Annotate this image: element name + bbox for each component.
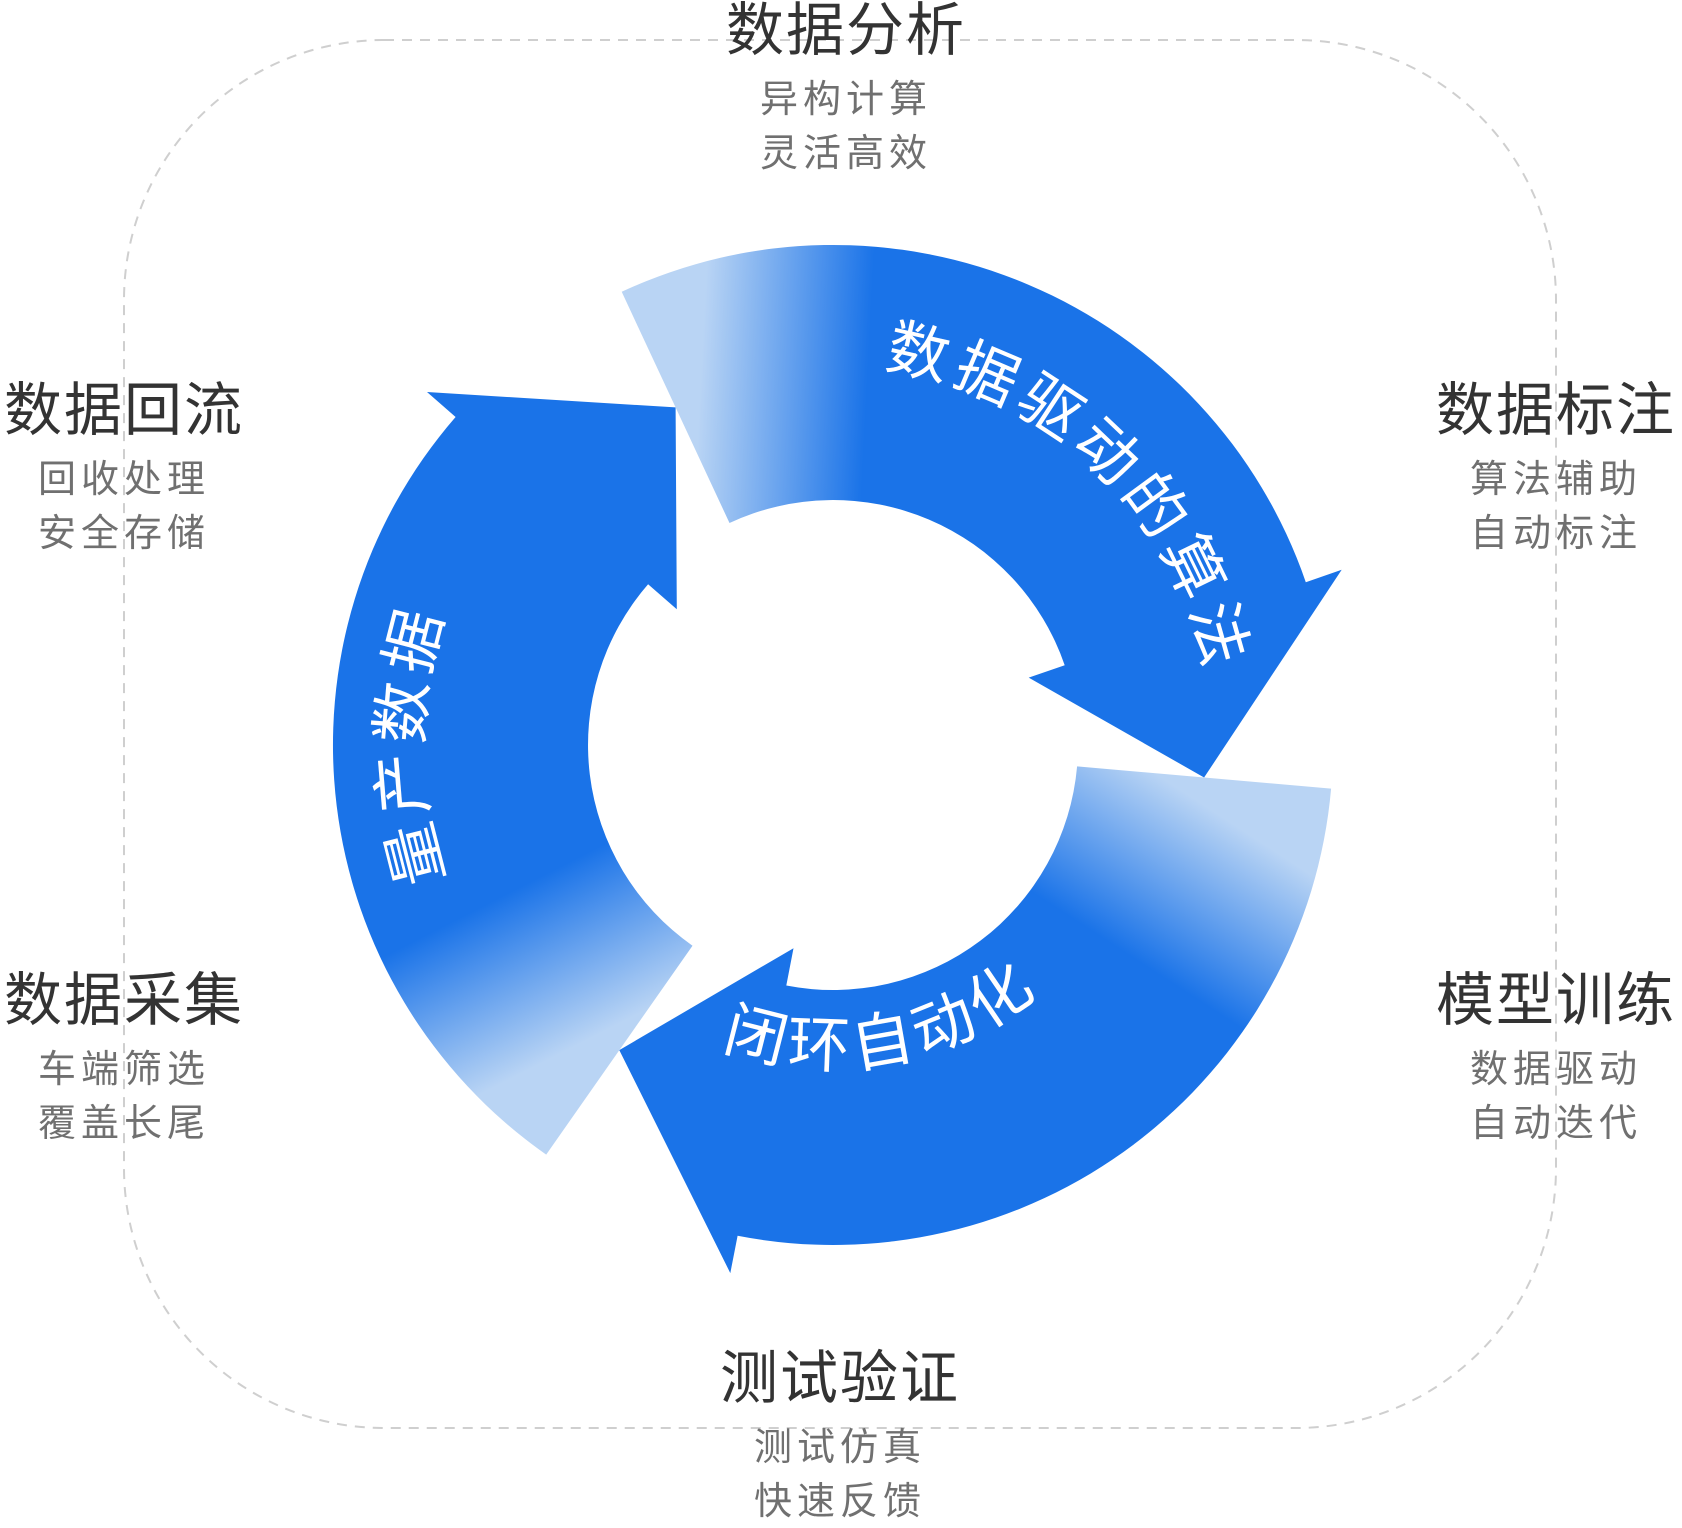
stage-title: 数据标注 <box>1435 376 1676 444</box>
stage-title: 数据分析 <box>725 0 966 64</box>
stage-line: 自动迭代 <box>1469 1101 1642 1145</box>
stage-data-analysis: 数据分析 异构计算 灵活高效 <box>686 0 1006 180</box>
cycle-ring <box>332 244 1342 1274</box>
stage-line: 覆盖长尾 <box>37 1101 210 1145</box>
stage-line: 自动标注 <box>1469 511 1642 555</box>
stage-title: 数据采集 <box>3 966 244 1034</box>
stage-line: 快速反馈 <box>753 1479 926 1523</box>
dashed-outline-frame <box>123 39 1557 1429</box>
cycle-arrow <box>619 766 1332 1274</box>
stage-line: 安全存储 <box>37 511 210 555</box>
stage-line: 异构计算 <box>759 77 932 121</box>
stage-line: 回收处理 <box>37 457 210 501</box>
stage-data-backflow: 数据回流 回收处理 安全存储 <box>0 374 284 560</box>
stage-test-validation: 测试验证 测试仿真 快速反馈 <box>680 1342 1000 1528</box>
stage-title: 测试验证 <box>719 1344 960 1412</box>
stage-line: 数据驱动 <box>1469 1047 1642 1091</box>
stage-title: 数据回流 <box>3 376 244 444</box>
stage-line: 车端筛选 <box>37 1047 210 1091</box>
stage-line: 测试仿真 <box>753 1425 926 1469</box>
cycle-arrow <box>621 244 1342 778</box>
cycle-arrow <box>332 392 693 1155</box>
stage-data-labeling: 数据标注 算法辅助 自动标注 <box>1396 374 1682 560</box>
stage-title: 模型训练 <box>1435 966 1676 1034</box>
stage-model-training: 模型训练 数据驱动 自动迭代 <box>1396 964 1682 1150</box>
stage-line: 算法辅助 <box>1469 457 1642 501</box>
stage-data-collection: 数据采集 车端筛选 覆盖长尾 <box>0 964 284 1150</box>
stage-line: 灵活高效 <box>759 131 932 175</box>
